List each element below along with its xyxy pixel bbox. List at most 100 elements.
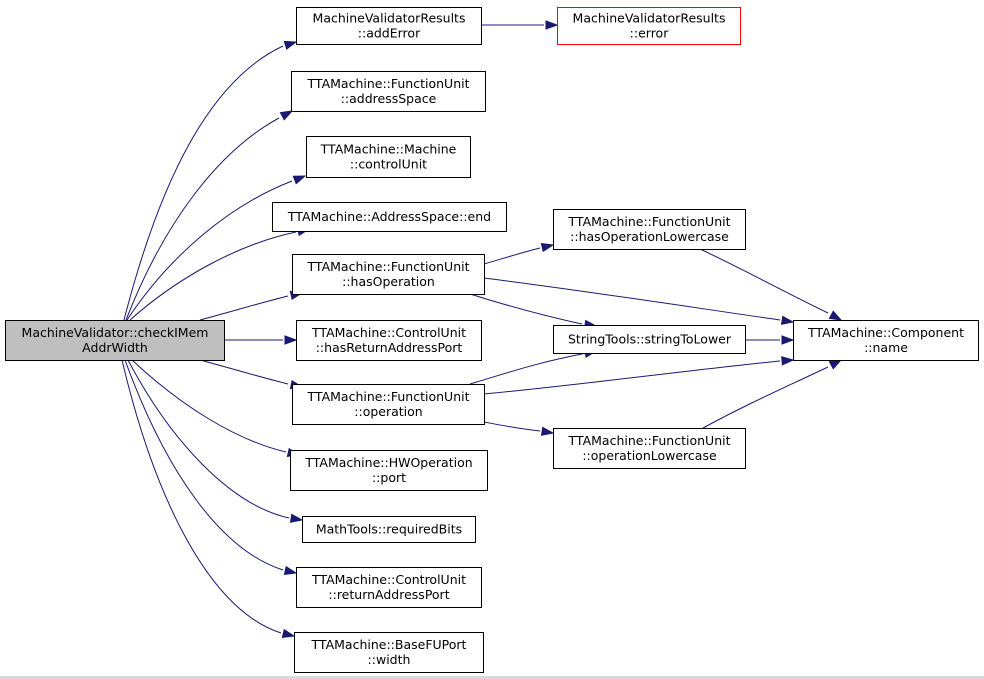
arrowhead [279, 110, 294, 121]
edge-operation-name [483, 356, 795, 395]
node-label: ::hasReturnAddressPort [316, 340, 463, 355]
edge-operation-opLower [483, 421, 555, 436]
edge-line [127, 359, 290, 519]
node-box [302, 516, 476, 543]
node-box [553, 325, 746, 354]
edge-line [125, 117, 280, 321]
node-hasOperationLowercase[interactable]: TTAMachine::FunctionUnit::hasOperationLo… [553, 209, 746, 250]
edge-hasOp-stringToLower [469, 293, 598, 330]
edge-line [483, 277, 781, 321]
edge-root-hasReturnAP [224, 335, 298, 345]
node-hasOperation[interactable]: TTAMachine::FunctionUnit::hasOperation [292, 254, 485, 295]
arrowhead [540, 426, 555, 436]
node-box [557, 7, 741, 45]
edge-hasOp-hasOpLower [483, 242, 555, 265]
node-end[interactable]: TTAMachine::AddressSpace::end [272, 202, 507, 232]
node-box [793, 320, 979, 361]
node-label: MachineValidatorResults [313, 11, 466, 26]
arrowhead [828, 359, 843, 370]
node-box [291, 71, 486, 112]
edge-line [483, 247, 541, 265]
edge-root-controlUnit [126, 175, 307, 321]
edge-line [469, 293, 583, 325]
node-label: ::hasOperation [342, 274, 435, 289]
edge-line [199, 359, 289, 385]
node-box [296, 320, 482, 361]
edge-operation-stringToLower [469, 348, 598, 385]
node-label: ::width [368, 652, 411, 667]
node-box [292, 384, 485, 425]
node-label: TTAMachine::FunctionUnit [568, 214, 731, 229]
node-label: ::addressSpace [341, 91, 437, 106]
node-label: TTAMachine::ControlUnit [311, 325, 466, 340]
edge-hasOp-name [483, 277, 795, 325]
node-label: TTAMachine::HWOperation [304, 455, 472, 470]
node-port[interactable]: TTAMachine::HWOperation::port [290, 450, 488, 491]
node-label: ::operationLowercase [582, 448, 717, 463]
node-returnAddressPort[interactable]: TTAMachine::ControlUnit::returnAddressPo… [296, 567, 482, 608]
node-label: TTAMachine::FunctionUnit [307, 76, 470, 91]
edge-line [702, 366, 829, 429]
arrowhead [283, 40, 298, 50]
node-label: ::error [630, 26, 670, 41]
edge-line [126, 180, 293, 321]
node-label: ::controlUnit [350, 157, 427, 172]
node-label: TTAMachine::FunctionUnit [307, 389, 470, 404]
node-addError[interactable]: MachineValidatorResults::addError [296, 7, 482, 45]
arrowhead [540, 242, 555, 253]
arrowhead [292, 175, 307, 185]
node-label: ::addError [358, 26, 421, 41]
node-error[interactable]: MachineValidatorResults::error [557, 7, 741, 45]
arrowhead [781, 335, 795, 345]
node-requiredBits[interactable]: MathTools::requiredBits [302, 516, 476, 543]
node-label: ::hasOperationLowercase [570, 229, 729, 244]
node-label: MachineValidator::checkIMem [22, 325, 209, 340]
edge-opLower-name [702, 359, 843, 429]
node-width[interactable]: TTAMachine::BaseFUPort::width [294, 632, 484, 673]
node-label: TTAMachine::FunctionUnit [568, 433, 731, 448]
node-box [292, 254, 485, 295]
node-box [294, 632, 484, 673]
node-box [296, 7, 482, 45]
edge-line [129, 231, 297, 321]
node-operation[interactable]: TTAMachine::FunctionUnit::operation [292, 384, 485, 425]
node-box [290, 450, 488, 491]
edge-line [483, 360, 781, 395]
edge-line [469, 353, 583, 385]
node-box [306, 136, 471, 178]
node-label: ::name [864, 340, 908, 355]
node-label: ::returnAddressPort [328, 587, 449, 602]
edge-line [123, 45, 284, 321]
node-box [5, 320, 225, 361]
node-label: ::operation [354, 404, 422, 419]
node-operationLowercase[interactable]: TTAMachine::FunctionUnit::operationLower… [553, 428, 746, 469]
edge-line [124, 359, 284, 571]
node-label: TTAMachine::Machine [320, 142, 457, 157]
arrowhead [284, 335, 298, 345]
arrowhead [283, 565, 298, 576]
node-box [296, 567, 482, 608]
node-addressSpace[interactable]: TTAMachine::FunctionUnit::addressSpace [291, 71, 486, 112]
edge-addError-error [481, 20, 559, 30]
node-stringToLower[interactable]: StringTools::stringToLower [553, 325, 746, 354]
edge-line [699, 248, 829, 314]
node-box [553, 428, 746, 469]
edge-line [483, 421, 541, 432]
node-hasReturnAddressPort[interactable]: TTAMachine::ControlUnit::hasReturnAddres… [296, 320, 482, 361]
node-label: ::port [372, 470, 406, 485]
node-label: MathTools::requiredBits [316, 522, 462, 537]
scrollbar-track [0, 676, 984, 679]
node-label: AddrWidth [82, 340, 148, 355]
node-label: TTAMachine::AddressSpace::end [287, 209, 491, 224]
node-componentName[interactable]: TTAMachine::Component::name [793, 320, 979, 361]
node-controlUnit[interactable]: TTAMachine::Machine::controlUnit [306, 136, 471, 178]
edge-root-end [129, 226, 311, 321]
arrowhead [828, 310, 843, 321]
node-label: TTAMachine::Component [807, 325, 964, 340]
edge-root-addError [123, 40, 298, 321]
edge-root-hasOperation [199, 290, 304, 321]
edge-stringToLower-name [745, 335, 795, 345]
edge-line [199, 295, 289, 321]
